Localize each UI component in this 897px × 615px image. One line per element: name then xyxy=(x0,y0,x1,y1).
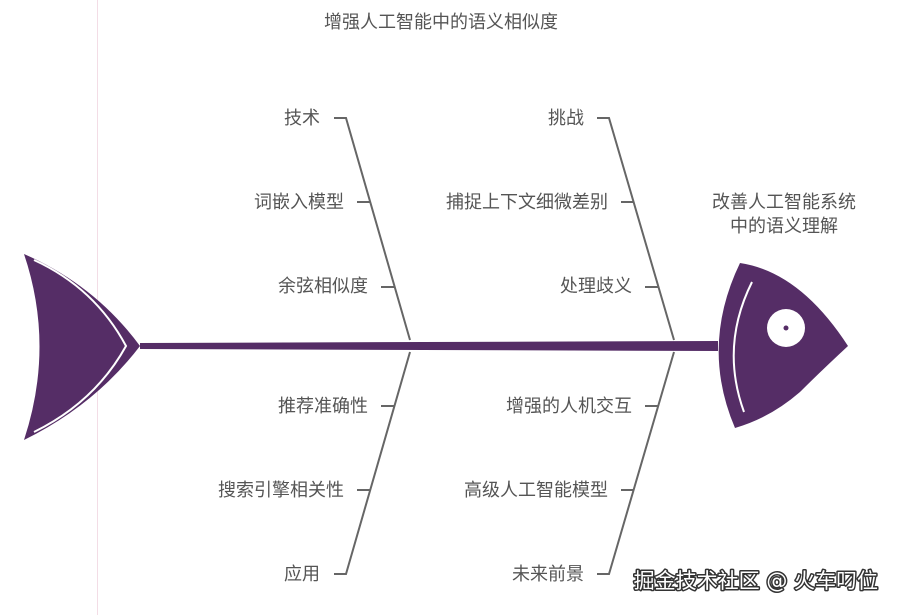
cause-label: 增强的人机交互 xyxy=(506,396,632,417)
fish-tail xyxy=(24,254,140,440)
category-label-future: 未来前景 xyxy=(512,564,584,585)
category-label-challenges: 挑战 xyxy=(548,108,584,129)
cause-label: 高级人工智能模型 xyxy=(464,480,608,501)
cause-label: 推荐准确性 xyxy=(278,396,368,417)
effect-label-line-2: 中的语义理解 xyxy=(730,216,838,237)
cause-label: 余弦相似度 xyxy=(278,276,368,297)
bone-techniques xyxy=(334,117,411,341)
category-label-applications: 应用 xyxy=(284,564,320,585)
cause-label: 捕捉上下文细微差别 xyxy=(446,192,608,213)
bone-challenges xyxy=(597,117,675,341)
bone-future xyxy=(597,351,675,575)
cause-label: 处理歧义 xyxy=(560,276,632,297)
cause-label: 搜索引擎相关性 xyxy=(218,480,344,501)
bone-applications xyxy=(334,351,411,575)
diagram-title: 增强人工智能中的语义相似度 xyxy=(324,12,558,33)
cause-label: 词嵌入模型 xyxy=(254,192,344,213)
effect-label-line-1: 改善人工智能系统 xyxy=(712,192,856,213)
fish-head xyxy=(718,263,848,428)
watermark: 掘金技术社区 @ 火车叼位 xyxy=(634,569,878,593)
category-label-techniques: 技术 xyxy=(284,108,320,129)
fish-spine xyxy=(140,341,718,351)
